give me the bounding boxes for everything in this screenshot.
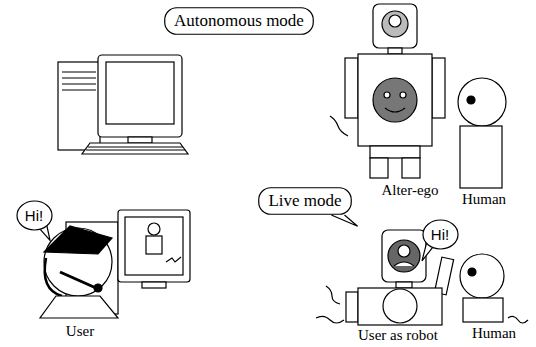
alter-ego-robot-part bbox=[402, 158, 420, 178]
user-as-robot-part bbox=[396, 282, 412, 288]
human-figure bbox=[460, 254, 528, 323]
desktop-computer-part bbox=[82, 143, 188, 154]
alter-ego-robot-part bbox=[388, 48, 402, 54]
figure-label: Human bbox=[472, 325, 516, 341]
alter-ego-robot-part bbox=[370, 146, 420, 158]
user-at-computer-part bbox=[94, 284, 102, 292]
desktop-computer bbox=[58, 55, 188, 154]
mode-box: Live mode bbox=[258, 187, 352, 215]
user-at-computer-part bbox=[125, 217, 183, 275]
user-at-computer-part bbox=[44, 226, 112, 254]
user-at-computer-part bbox=[166, 257, 181, 262]
user-at-computer-part bbox=[118, 210, 190, 282]
user-as-robot-part bbox=[316, 316, 344, 323]
label-holder: Human bbox=[472, 324, 516, 342]
figure-label: User as robot bbox=[358, 327, 438, 343]
desktop-computer-part bbox=[88, 146, 183, 147]
user-at-computer-part bbox=[148, 223, 160, 235]
desktop-computer-part bbox=[62, 77, 96, 78]
alter-ego-robot-part bbox=[330, 116, 348, 136]
alter-ego-robot-part bbox=[432, 58, 445, 118]
bubble-body bbox=[17, 201, 52, 230]
node-text: Hi! bbox=[25, 207, 43, 224]
user-as-robot-part bbox=[382, 230, 426, 282]
label-holder: Alter-ego bbox=[381, 181, 438, 199]
user-as-robot-part bbox=[388, 240, 420, 272]
desktop-computer-part bbox=[106, 62, 174, 124]
node-text: Hi! bbox=[431, 226, 449, 243]
human-figure-part bbox=[467, 96, 475, 104]
human-figure-part bbox=[463, 298, 503, 322]
user-as-robot-part bbox=[398, 245, 410, 257]
alter-ego-robot-part bbox=[400, 92, 406, 98]
user-as-robot-part bbox=[383, 289, 417, 323]
figure-label: Alter-ego bbox=[381, 182, 438, 198]
desktop-computer-part bbox=[128, 137, 152, 143]
desktop-computer-part bbox=[86, 149, 185, 150]
speech-bubble: Hi! bbox=[422, 219, 459, 250]
user-at-computer-part bbox=[146, 236, 162, 254]
box-body bbox=[259, 188, 352, 215]
user-as-robot-part bbox=[394, 262, 414, 266]
alter-ego-robot-part bbox=[385, 108, 405, 112]
user-at-computer-part bbox=[142, 282, 166, 288]
alter-ego-robot bbox=[330, 4, 445, 178]
label-holder: User bbox=[66, 322, 94, 340]
desktop-computer-part bbox=[98, 55, 182, 137]
user-as-robot-part bbox=[358, 288, 442, 325]
alter-ego-robot-part bbox=[382, 11, 408, 37]
user-at-computer-part bbox=[60, 272, 96, 288]
human-figure-part bbox=[460, 126, 502, 188]
alter-ego-robot-part bbox=[358, 54, 432, 146]
user-as-robot-part bbox=[326, 286, 340, 304]
alter-ego-robot-part bbox=[384, 92, 390, 98]
alter-ego-robot-part bbox=[345, 58, 358, 118]
desktop-computer-part bbox=[62, 89, 96, 90]
desktop-computer-part bbox=[62, 83, 96, 84]
human-figure bbox=[458, 78, 506, 188]
box-body bbox=[165, 8, 314, 35]
bubble-tail bbox=[331, 215, 357, 226]
bubble-body bbox=[423, 220, 458, 249]
speech-bubble: Hi! bbox=[16, 200, 53, 231]
figure-label: Human bbox=[462, 191, 506, 207]
node-text: Autonomous mode bbox=[174, 11, 304, 31]
human-figure-part bbox=[460, 254, 504, 298]
desktop-computer-part bbox=[58, 62, 100, 150]
user-at-computer bbox=[40, 210, 190, 318]
mode-box: Autonomous mode bbox=[164, 7, 314, 35]
label-holder: Human bbox=[462, 190, 506, 208]
user-as-robot-part bbox=[346, 292, 358, 322]
alter-ego-robot-part bbox=[373, 4, 417, 48]
user-at-computer-part bbox=[45, 258, 62, 296]
human-figure-part bbox=[468, 268, 476, 276]
alter-ego-robot-part bbox=[389, 15, 401, 27]
figure-label: User bbox=[66, 323, 94, 339]
desktop-computer-part bbox=[62, 71, 96, 72]
label-holder: User as robot bbox=[358, 326, 438, 344]
human-figure-part bbox=[508, 316, 528, 323]
alter-ego-robot-part bbox=[370, 158, 388, 178]
node-text: Live mode bbox=[268, 191, 341, 211]
human-figure-part bbox=[458, 78, 506, 126]
alter-ego-robot-part bbox=[373, 78, 417, 122]
user-at-computer-part bbox=[40, 296, 118, 318]
